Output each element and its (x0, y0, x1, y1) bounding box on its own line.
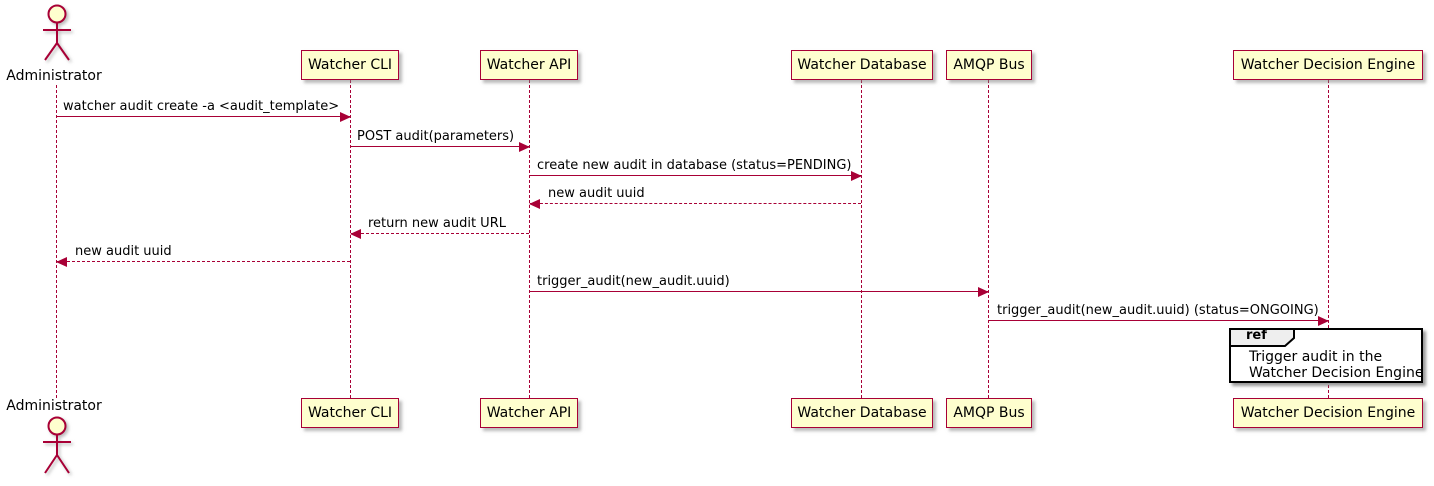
ref-tab-shape (1229, 328, 1295, 347)
lifeline-watcher-cli (350, 80, 351, 398)
message-trigger-audit: trigger_audit(new_audit.uuid) (530, 272, 989, 297)
arrowhead-right-icon (1318, 316, 1329, 326)
message-label: create new audit in database (status=PEN… (537, 158, 852, 173)
participant-top-watcher-decision-engine: Watcher Decision Engine (1233, 50, 1423, 80)
arrowhead-right-icon (978, 287, 989, 297)
participant-label: Watcher CLI (307, 57, 393, 73)
message-line (351, 146, 529, 147)
participant-top-watcher-cli: Watcher CLI (301, 50, 399, 80)
lifeline-amqp-bus (988, 80, 989, 398)
message-line (530, 203, 861, 204)
participant-label: Watcher CLI (307, 405, 393, 421)
message-create-new-audit: create new audit in database (status=PEN… (530, 156, 862, 181)
participant-label: Watcher Decision Engine (1240, 405, 1416, 421)
message-label: new audit uuid (548, 186, 645, 201)
arrowhead-right-icon (340, 112, 351, 122)
message-line (57, 261, 350, 262)
message-label: watcher audit create -a <audit_template> (63, 99, 340, 114)
participant-label: Watcher API (486, 405, 572, 421)
participant-top-amqp-bus: AMQP Bus (946, 50, 1032, 80)
participant-bottom-watcher-api: Watcher API (480, 398, 578, 428)
actor-icon (43, 4, 71, 61)
ref-text-line: Watcher Decision Engine (1249, 364, 1424, 381)
arrowhead-right-icon (851, 171, 862, 181)
ref-tab-label: ref (1246, 328, 1267, 343)
message-trigger-audit-ongoing: trigger_audit(new_audit.uuid) (status=ON… (989, 301, 1329, 326)
message-watcher-audit-create: watcher audit create -a <audit_template> (57, 97, 351, 122)
participant-label: Watcher Database (797, 405, 927, 421)
actor-label-bottom: Administrator (6, 398, 102, 414)
ref-text-line: Trigger audit in the (1249, 349, 1383, 365)
arrowhead-left-icon (350, 229, 361, 239)
participant-bottom-watcher-database: Watcher Database (791, 398, 933, 428)
participant-label: AMQP Bus (953, 405, 1025, 421)
actor-icon (43, 416, 71, 474)
participant-label: Watcher Decision Engine (1240, 57, 1416, 73)
message-line (989, 320, 1328, 321)
message-new-audit-uuid-return: new audit uuid (529, 184, 861, 209)
message-post-audit: POST audit(parameters) (351, 127, 530, 152)
ref-text: Trigger audit in the Watcher Decision En… (1249, 349, 1424, 381)
message-label: new audit uuid (75, 244, 172, 259)
message-return-new-audit-url: return new audit URL (350, 214, 529, 239)
participant-label: AMQP Bus (953, 57, 1025, 73)
arrowhead-left-icon (529, 199, 540, 209)
message-label: trigger_audit(new_audit.uuid) (status=ON… (997, 303, 1319, 318)
message-line (530, 291, 988, 292)
participant-bottom-amqp-bus: AMQP Bus (946, 398, 1032, 428)
participant-top-watcher-database: Watcher Database (791, 50, 933, 80)
lifeline-watcher-api (529, 80, 530, 398)
lifeline-watcher-database (861, 80, 862, 398)
actor-label-top: Administrator (6, 68, 102, 84)
arrowhead-right-icon (519, 142, 530, 152)
ref-fragment: ref Trigger audit in the Watcher Decisio… (1229, 328, 1423, 383)
arrowhead-left-icon (56, 257, 67, 267)
participant-bottom-watcher-decision-engine: Watcher Decision Engine (1233, 398, 1423, 428)
participant-bottom-watcher-cli: Watcher CLI (301, 398, 399, 428)
lifeline-administrator (56, 85, 57, 398)
message-line (351, 233, 529, 234)
message-line (57, 116, 350, 117)
participant-top-watcher-api: Watcher API (480, 50, 578, 80)
lifeline-watcher-decision-engine (1328, 80, 1329, 398)
message-line (530, 175, 861, 176)
message-label: return new audit URL (368, 216, 506, 231)
message-label: POST audit(parameters) (357, 129, 515, 144)
participant-label: Watcher API (486, 57, 572, 73)
participant-label: Watcher Database (797, 57, 927, 73)
ref-tab: ref (1229, 328, 1299, 348)
message-new-audit-uuid-to-admin: new audit uuid (56, 242, 350, 267)
message-label: trigger_audit(new_audit.uuid) (537, 274, 730, 289)
